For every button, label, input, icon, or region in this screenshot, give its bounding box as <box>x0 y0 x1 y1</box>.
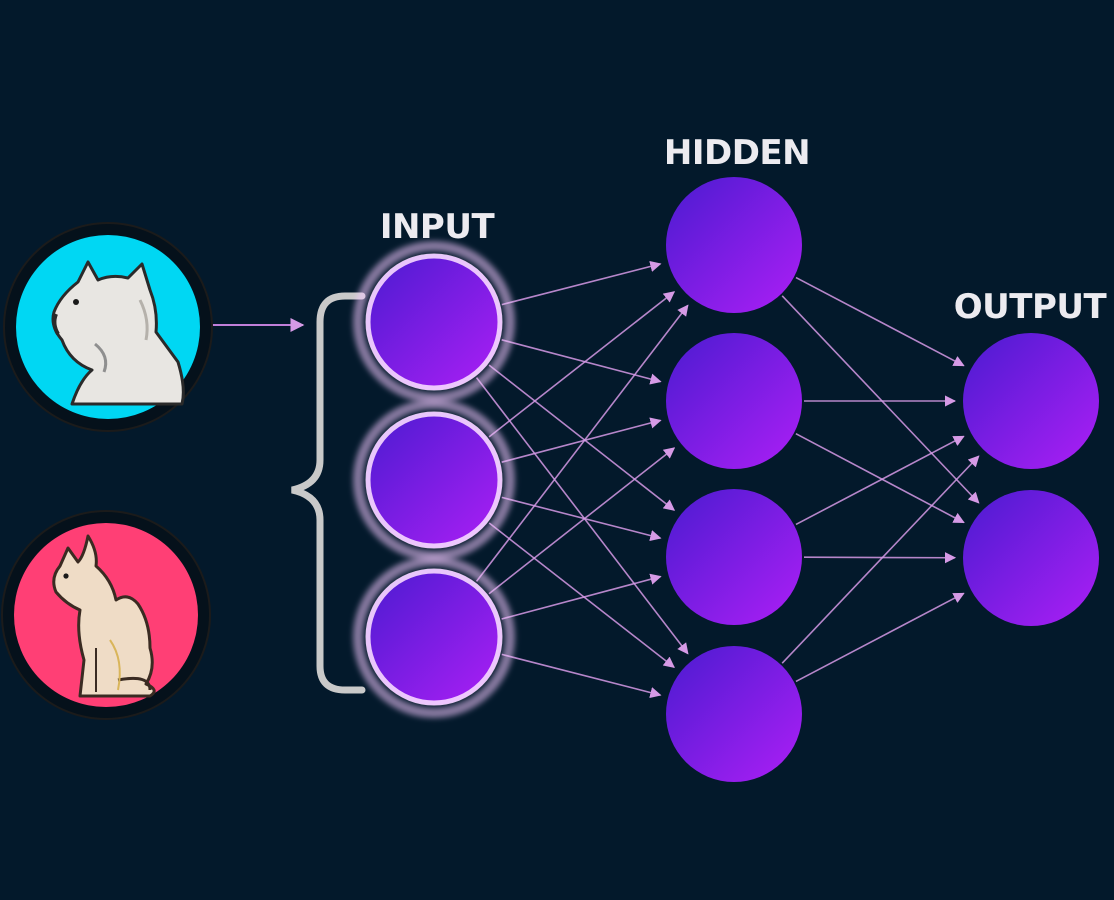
connection-hidden-2-output-2 <box>795 433 965 524</box>
connection-hidden-4-output-1 <box>781 455 980 664</box>
example-dog <box>3 222 213 432</box>
hidden-node-4 <box>666 646 802 782</box>
hidden-node-1 <box>666 177 802 313</box>
output-node-1 <box>963 333 1099 469</box>
connection-hidden-3-output-2 <box>803 552 957 564</box>
dog-icon <box>51 260 185 406</box>
connection-input-1-hidden-1 <box>501 260 662 306</box>
connections <box>475 260 980 699</box>
connection-input-3-hidden-1 <box>475 304 689 582</box>
connection-hidden-1-output-1 <box>795 276 965 367</box>
connection-hidden-4-output-2 <box>795 592 965 683</box>
nodes <box>353 177 1099 782</box>
connection-input-2-hidden-2 <box>501 417 662 463</box>
input-brace <box>291 292 366 694</box>
connection-input-1-hidden-3 <box>488 364 676 511</box>
connection-input-3-hidden-3 <box>501 573 662 620</box>
output-label: OUTPUT <box>954 287 1108 327</box>
hidden-node-3 <box>666 489 802 625</box>
connection-input-2-hidden-4 <box>488 522 675 668</box>
connection-input-1-hidden-2 <box>501 339 662 385</box>
input-node-3 <box>353 556 515 718</box>
connection-input-2-hidden-3 <box>501 496 662 542</box>
cat-icon <box>52 534 156 698</box>
connection-hidden-1-output-2 <box>781 295 980 504</box>
input-label: INPUT <box>380 207 496 247</box>
connection-input-2-hidden-1 <box>488 291 676 438</box>
hidden-node-2 <box>666 333 802 469</box>
connection-input-3-hidden-2 <box>488 447 676 595</box>
example-cat <box>1 510 211 720</box>
connection-input-3-hidden-4 <box>501 653 662 699</box>
input-node-1 <box>353 241 515 403</box>
hidden-label: HIDDEN <box>664 133 810 173</box>
output-node-2 <box>963 490 1099 626</box>
connection-input-1-hidden-4 <box>475 377 689 655</box>
connection-hidden-3-output-1 <box>795 435 965 526</box>
input-node-2 <box>353 399 515 561</box>
